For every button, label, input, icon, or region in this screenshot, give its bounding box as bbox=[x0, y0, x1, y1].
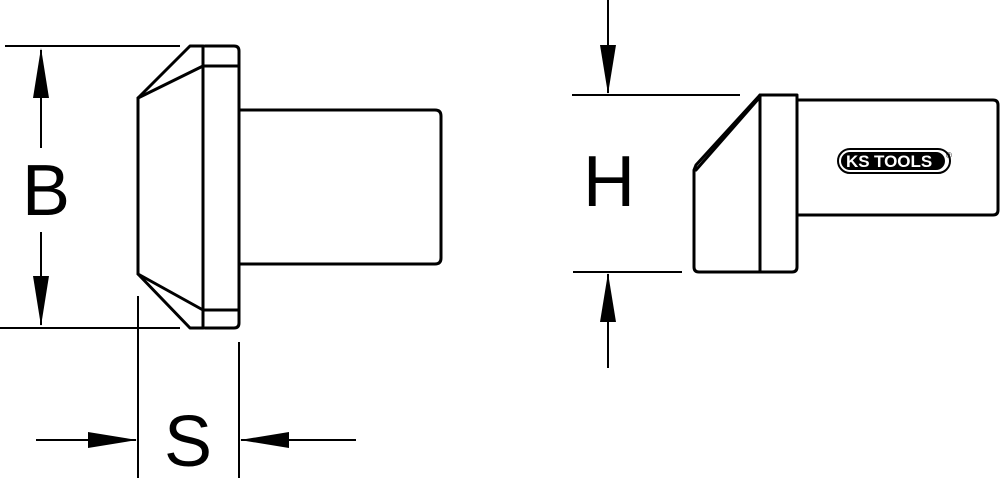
head-chamfer-bottom bbox=[136, 272, 205, 312]
side-head-bevel bbox=[694, 95, 762, 172]
h-arrow-top bbox=[600, 45, 616, 94]
s-arrow-right bbox=[240, 432, 289, 448]
shank-outline bbox=[238, 108, 443, 266]
head-chamfer-top bbox=[136, 64, 205, 100]
flange-outline bbox=[203, 44, 241, 330]
head-outline bbox=[136, 44, 205, 330]
b-arrow-bottom bbox=[33, 276, 49, 326]
logo-ks-text: KS bbox=[846, 152, 870, 171]
side-view: KS TOOLS ® bbox=[692, 93, 1000, 274]
s-label: S bbox=[164, 402, 212, 482]
s-arrow-left bbox=[88, 432, 137, 448]
logo-registered: ® bbox=[946, 151, 952, 160]
side-shank-outline bbox=[795, 98, 1000, 217]
ks-tools-logo: KS TOOLS ® bbox=[837, 148, 952, 174]
b-label: B bbox=[22, 151, 70, 231]
side-head-outline bbox=[692, 93, 799, 274]
h-arrow-bottom bbox=[600, 273, 616, 322]
logo-tools-text: TOOLS bbox=[874, 152, 932, 171]
h-label: H bbox=[583, 142, 635, 222]
dimension-h: H bbox=[572, 0, 740, 368]
b-arrow-top bbox=[33, 48, 49, 98]
dimension-b: B bbox=[0, 45, 180, 329]
dimension-s: S bbox=[36, 296, 356, 482]
front-view bbox=[136, 44, 443, 330]
logo-badge-inner bbox=[841, 152, 945, 170]
